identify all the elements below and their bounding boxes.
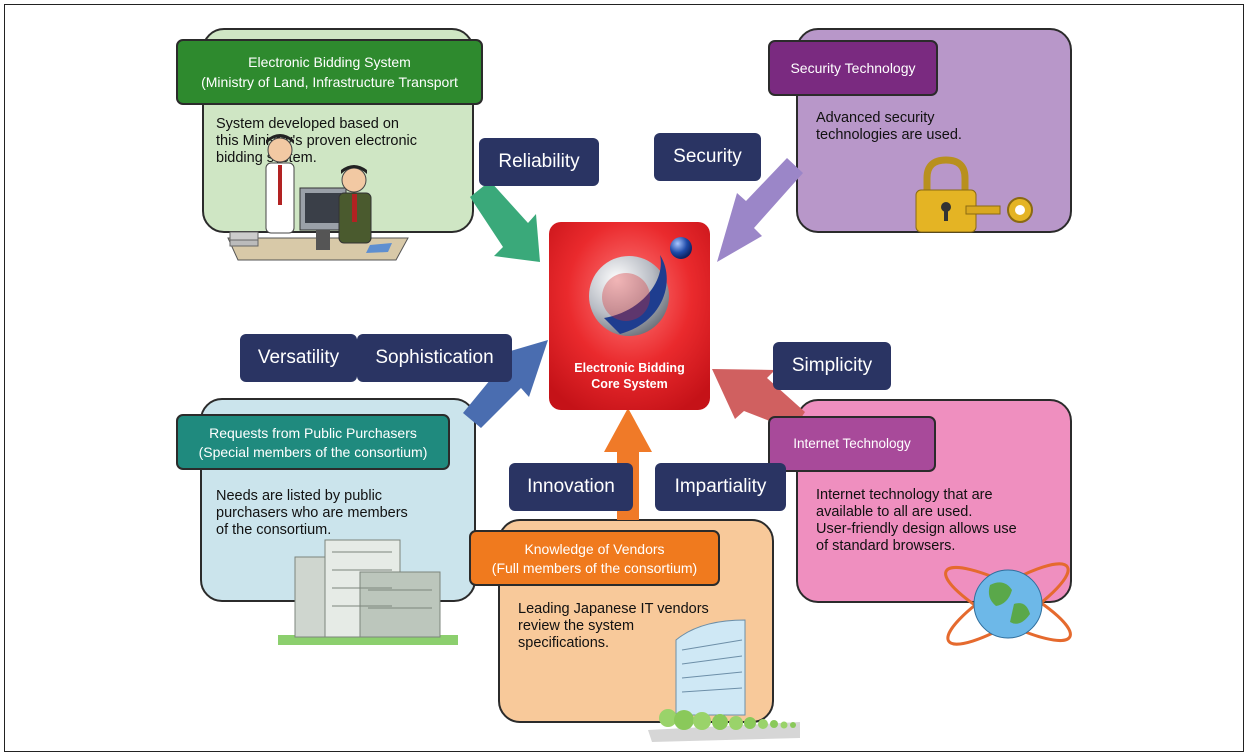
reliability-label: Reliability xyxy=(479,138,599,186)
vendors-tag-line2: (Full members of the consortium) xyxy=(491,560,698,576)
requests-tag-line2: (Special members of the consortium) xyxy=(198,444,428,460)
ministry-tag: Electronic Bidding System (Ministry of L… xyxy=(176,39,483,105)
ministry-tag-line1: Electronic Bidding System xyxy=(248,54,411,70)
versatility-label: Versatility xyxy=(240,334,357,382)
requests-tag-line1: Requests from Public Purchasers xyxy=(209,425,417,441)
innovation-label: Innovation xyxy=(509,463,633,511)
vendors-tag: Knowledge of Vendors (Full members of th… xyxy=(469,530,720,586)
vendor-tower-illustration xyxy=(648,619,800,742)
internet-text-line: of standard browsers. xyxy=(816,538,956,554)
requests-text-line: of the consortium. xyxy=(216,522,332,538)
requests-tag: Requests from Public Purchasers (Special… xyxy=(176,414,450,470)
security-tag: Security Technology xyxy=(768,40,938,96)
office-building-illustration xyxy=(278,539,458,645)
sophistication-label: Sophistication xyxy=(357,334,512,382)
requests-text-line: purchasers who are members xyxy=(216,505,408,521)
vendors-text-line: review the system xyxy=(518,618,635,634)
simplicity-label: Simplicity xyxy=(773,342,891,390)
vendors-text-line: specifications. xyxy=(518,635,610,651)
businessmen-illustration xyxy=(227,134,409,261)
internet-text-line: Internet technology that are xyxy=(816,487,993,503)
requests-panel-text: Needs are listed by public purchasers wh… xyxy=(216,488,466,539)
sophistication-arrow xyxy=(463,340,548,428)
simplicity-arrow xyxy=(712,369,805,430)
padlock-key-icon xyxy=(915,156,1033,233)
core-system-label: Electronic Bidding Core System xyxy=(549,360,710,392)
ministry-text-line: System developed based on xyxy=(216,116,399,132)
internet-panel-text: Internet technology that are available t… xyxy=(816,487,1066,555)
security-arrow xyxy=(717,158,803,262)
ministry-text-line: this Ministry's proven electronic xyxy=(216,133,418,149)
vendors-text-line: Leading Japanese IT vendors xyxy=(518,601,709,617)
internet-text-line: User-friendly design allows use xyxy=(816,521,1017,537)
core-title-line2: Core System xyxy=(591,377,668,391)
ministry-tag-line2: (Ministry of Land, Infrastructure Transp… xyxy=(201,74,458,90)
security-text-line: technologies are used. xyxy=(816,127,962,143)
security-tag-label: Security Technology xyxy=(790,60,916,76)
security-text-line: Advanced security xyxy=(816,110,935,126)
requests-text-line: Needs are listed by public xyxy=(216,488,383,504)
internet-text-line: available to all are used. xyxy=(816,504,973,520)
globe-icon xyxy=(944,562,1072,646)
vendors-panel-text: Leading Japanese IT vendors review the s… xyxy=(518,601,768,652)
impartiality-label: Impartiality xyxy=(655,463,786,511)
core-title-line1: Electronic Bidding xyxy=(574,361,685,375)
internet-tag: Internet Technology xyxy=(768,416,936,472)
core-logo-icon xyxy=(589,237,692,336)
vendors-tag-line1: Knowledge of Vendors xyxy=(524,541,665,557)
internet-tag-label: Internet Technology xyxy=(793,436,911,451)
security-label: Security xyxy=(654,133,761,181)
security-panel-text: Advanced security technologies are used. xyxy=(816,110,1066,144)
reliability-arrow xyxy=(470,181,540,262)
